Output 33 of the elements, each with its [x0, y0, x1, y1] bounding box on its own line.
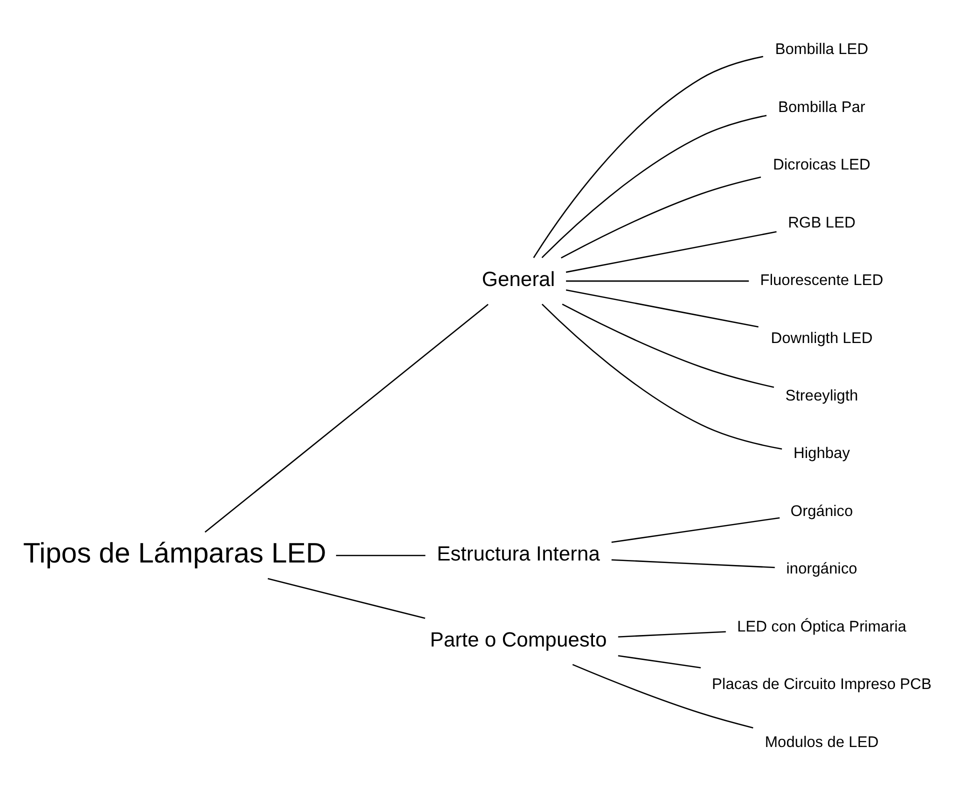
node-text: Streeyligth	[785, 387, 858, 404]
connector	[268, 578, 426, 619]
connector	[533, 56, 764, 258]
node-text: RGB LED	[788, 214, 856, 232]
node-text: Bombilla Par	[778, 98, 866, 116]
connector	[611, 517, 780, 543]
connector	[572, 664, 754, 728]
connector	[618, 655, 701, 668]
connector	[566, 280, 749, 282]
connector	[542, 114, 767, 258]
connector	[560, 176, 762, 259]
node-text: Parte o Compuesto	[430, 628, 607, 652]
node-text: Estructura Interna	[436, 542, 600, 566]
node-text: LED con Óptica Primaria	[737, 618, 906, 636]
node-text: Fluorescente LED	[760, 272, 884, 290]
node-text: Modulos de LED	[764, 734, 879, 751]
node-text: Tipos de Lámparas LED	[23, 536, 326, 569]
connector	[612, 559, 775, 568]
node-text: Orgánico	[790, 502, 853, 520]
node-text: General	[482, 268, 555, 291]
node-text: inorgánico	[786, 560, 858, 578]
connector	[542, 304, 782, 450]
node-text: Placas de Circuito Impreso PCB	[712, 676, 932, 694]
node-text: Dicroicas LED	[773, 156, 870, 174]
node-text: Bombilla LED	[775, 41, 868, 58]
node-text: Downligth LED	[770, 330, 873, 347]
connector	[204, 304, 488, 533]
connector	[618, 631, 726, 638]
connector	[566, 231, 777, 273]
connector	[562, 304, 774, 388]
connector	[336, 554, 426, 556]
connector	[566, 289, 759, 328]
node-text: Highbay	[794, 445, 850, 462]
